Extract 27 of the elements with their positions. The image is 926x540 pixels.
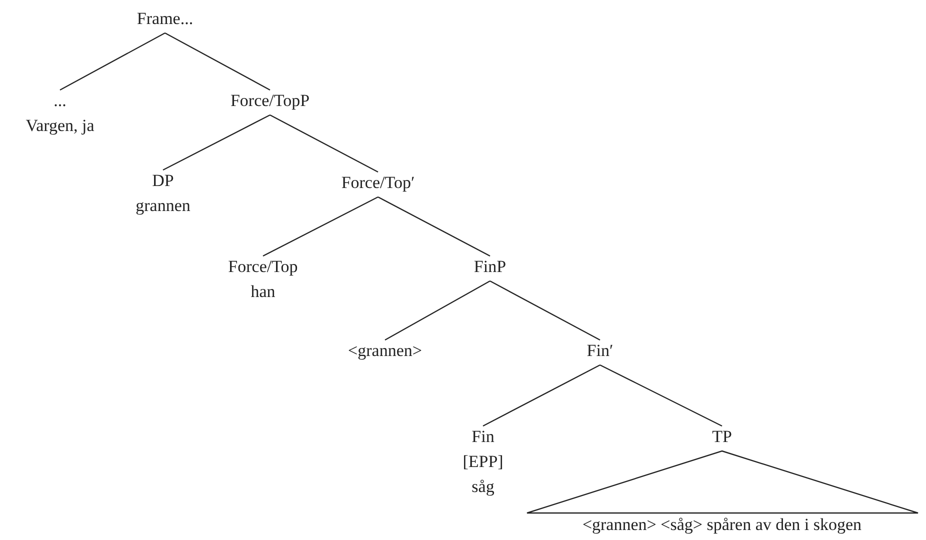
node-label: Force/TopP bbox=[229, 90, 311, 112]
node-label: FinP bbox=[472, 256, 508, 278]
tree-branch bbox=[378, 196, 490, 257]
tree-branch bbox=[482, 364, 600, 427]
node-text: Vargen, ja bbox=[24, 115, 96, 137]
node-text: [EPP] bbox=[462, 451, 504, 473]
node-label: Frame... bbox=[136, 8, 194, 30]
node-text: såg bbox=[470, 476, 496, 498]
tree-branch bbox=[490, 280, 600, 341]
tree-branch bbox=[384, 280, 490, 341]
tree-branch bbox=[262, 196, 378, 257]
node-label: Fin′ bbox=[586, 340, 614, 362]
tree-branch bbox=[600, 364, 722, 427]
tree-branch bbox=[60, 32, 166, 91]
node-label: DP bbox=[151, 170, 175, 192]
node-text: <grannen> <såg> spåren av den i skogen bbox=[581, 514, 863, 536]
tree-branch bbox=[270, 114, 378, 173]
node-label: Force/Top′ bbox=[340, 172, 416, 194]
node-label: <grannen> bbox=[347, 340, 423, 362]
node-text: han bbox=[250, 281, 276, 303]
node-label: TP bbox=[711, 426, 733, 448]
node-label: ... bbox=[52, 90, 68, 112]
tree-branch bbox=[164, 32, 270, 91]
node-label: Force/Top bbox=[227, 256, 299, 278]
tree-branch bbox=[162, 114, 270, 171]
node-label: Fin bbox=[470, 426, 496, 448]
node-text: grannen bbox=[134, 195, 192, 217]
